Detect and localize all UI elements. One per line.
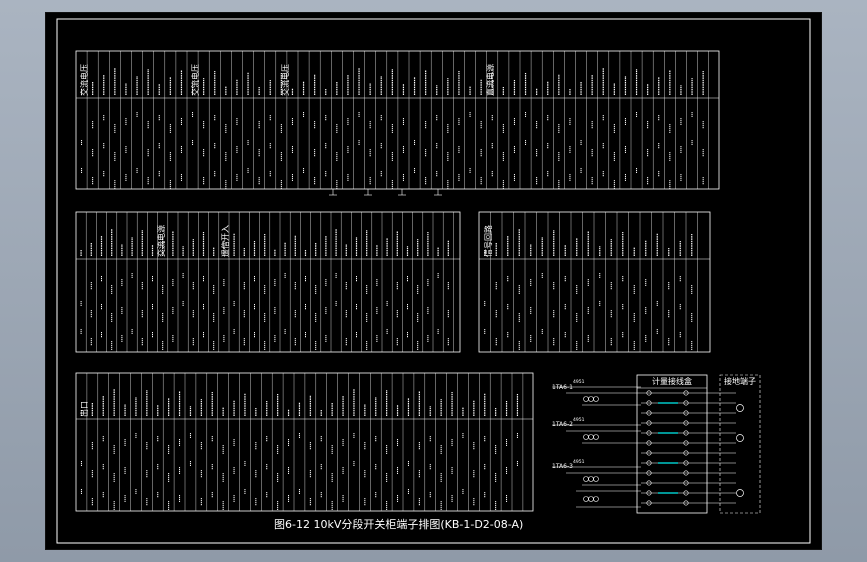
ct-coil [588, 434, 594, 440]
ct-coil [593, 396, 599, 402]
ct-coil [593, 476, 599, 482]
terminal-screw [683, 500, 689, 506]
panel-mid-left-header-2: 遥信开入 [220, 225, 230, 257]
panel-top-header-4: 直流电源 [485, 64, 495, 96]
panel-mid-right-header-1: 信号回路 [483, 225, 493, 257]
drawing-caption: 图6-12 10kV分段开关柜端子排图(KB-1-D2-08-A) [274, 518, 524, 531]
terminal-screw [683, 400, 689, 406]
ct-minor-label-3: 4951 [573, 459, 585, 465]
panel-mid-right: 信号回路 [478, 211, 711, 353]
terminal-screw [683, 450, 689, 456]
panel-bottom-header-1: 出口 [79, 401, 89, 417]
ground-terminal-box [719, 374, 761, 514]
terminal-screw [683, 390, 689, 396]
terminal-screw [646, 450, 652, 456]
terminal-screw [646, 440, 652, 446]
ground-terminal [736, 434, 744, 442]
ct-coil [588, 476, 594, 482]
terminal-screw [646, 480, 652, 486]
panel-mid-left-border [75, 211, 461, 353]
ct-coil [593, 496, 599, 502]
terminal-screw [646, 410, 652, 416]
ct-wires [552, 386, 744, 508]
terminal-screw [683, 430, 689, 436]
ground-terminal [736, 404, 744, 412]
ct-wiring-diagram: 计量接线盒 接地端子 1TA6-1 1TA6-2 1TA6-3 4951 495… [552, 374, 761, 514]
ct-label-2: 1TA6-2 [552, 421, 573, 428]
terminal-screw [646, 500, 652, 506]
ct-coil [583, 396, 589, 402]
terminal-screw [646, 490, 652, 496]
panel-mid-left-header-1: 交流电源 [156, 225, 166, 257]
terminal-screw [683, 410, 689, 416]
ct-label-1: 1TA6-1 [552, 384, 573, 391]
ct-coil [588, 396, 594, 402]
terminal-screw [683, 490, 689, 496]
ground-terminal [736, 489, 744, 497]
drawing-sheet: 交流电压 交流电压 交流电压 直流电源 交流电源 遥信开入 信号回路 出口 [46, 13, 821, 549]
ct-coil [583, 476, 589, 482]
sheet-frame [56, 18, 811, 544]
terminal-screw [646, 400, 652, 406]
panel-mid-right-border [478, 211, 711, 353]
terminal-block-drawing: 交流电压 交流电压 交流电压 直流电源 交流电源 遥信开入 信号回路 出口 [56, 18, 811, 544]
terminal-screw [683, 460, 689, 466]
metering-box-title: 计量接线盒 [652, 376, 692, 386]
ct-coil [583, 496, 589, 502]
panel-bottom-columns [80, 373, 524, 511]
terminal-screw [683, 440, 689, 446]
panel-top-header-3: 交流电压 [280, 64, 290, 96]
terminal-screw [646, 390, 652, 396]
panel-mid-left-columns [80, 212, 454, 352]
ct-coil [583, 434, 589, 440]
terminal-screw [646, 470, 652, 476]
metering-box [636, 374, 708, 514]
terminal-screw [683, 480, 689, 486]
panel-bottom-border [75, 372, 534, 512]
terminal-screw [683, 470, 689, 476]
ct-minor-label-1: 4951 [573, 379, 585, 385]
terminal-screw [646, 430, 652, 436]
panel-top-header-2: 交流电压 [190, 64, 200, 96]
panel-bottom: 出口 [75, 372, 534, 512]
terminal-screw [646, 420, 652, 426]
terminal-screw [683, 420, 689, 426]
ground-terminal-title: 接地端子 [724, 376, 756, 386]
panel-top: 交流电压 交流电压 交流电压 直流电源 [75, 50, 720, 196]
ct-minor-label-2: 4951 [573, 417, 585, 423]
ct-coil [588, 496, 594, 502]
ct-label-3: 1TA6-3 [552, 463, 573, 470]
panel-mid-right-columns [484, 212, 698, 352]
terminal-screw [646, 460, 652, 466]
panel-mid-left: 交流电源 遥信开入 [75, 211, 461, 353]
panel-top-columns [80, 51, 709, 196]
ct-coil [593, 434, 599, 440]
panel-top-header-1: 交流电压 [79, 64, 89, 96]
panel-top-border [75, 50, 720, 190]
